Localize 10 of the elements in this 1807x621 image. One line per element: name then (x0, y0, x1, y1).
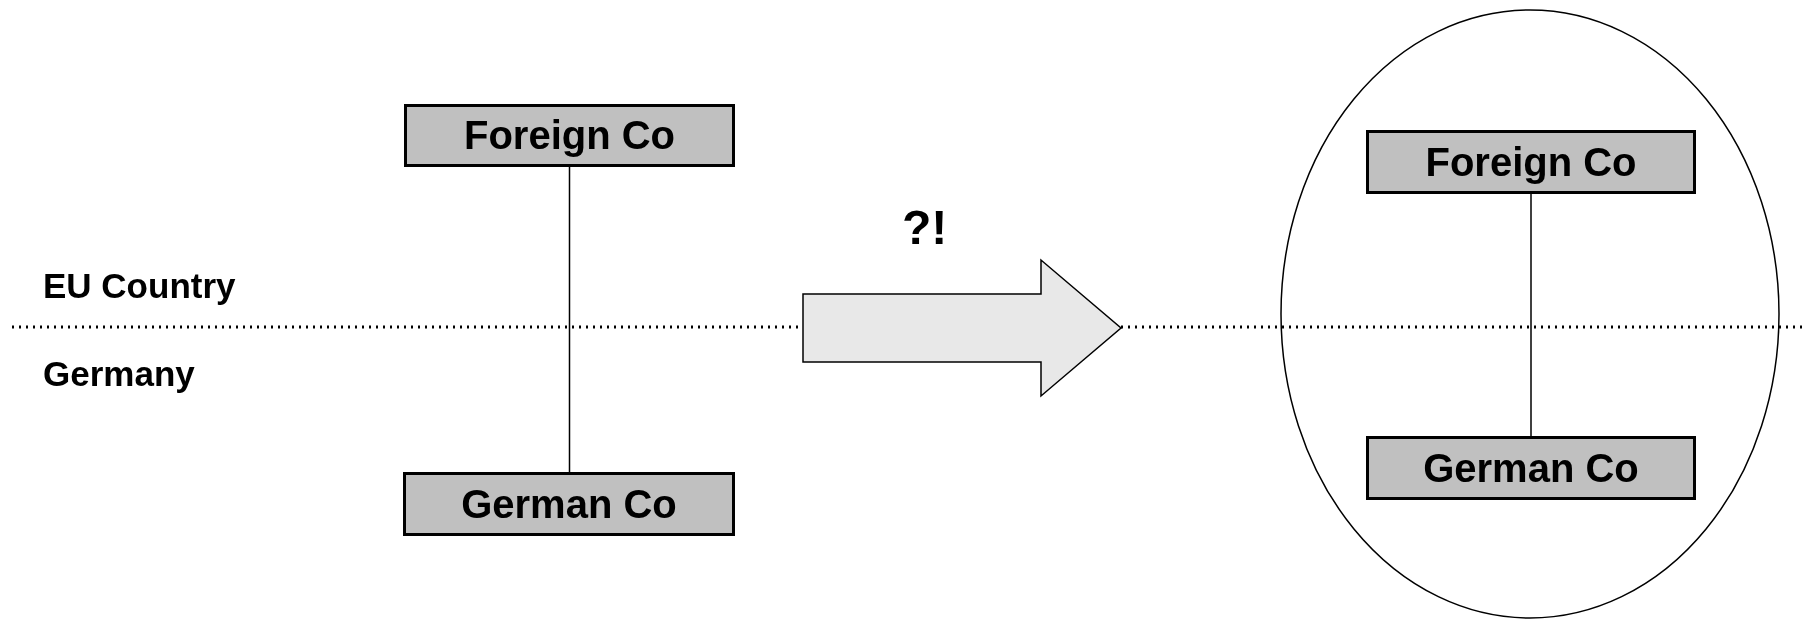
company-box: German Co (403, 472, 735, 536)
company-box: Foreign Co (404, 104, 735, 167)
region-label: Germany (43, 354, 195, 394)
region-label: EU Country (43, 266, 236, 306)
company-box: Foreign Co (1366, 130, 1696, 194)
question-exclamation-mark: ?! (902, 200, 948, 255)
ellipse-outline (1280, 9, 1780, 619)
connector-line (568, 166, 571, 473)
company-box: German Co (1366, 436, 1696, 500)
connector-line (1530, 193, 1532, 437)
